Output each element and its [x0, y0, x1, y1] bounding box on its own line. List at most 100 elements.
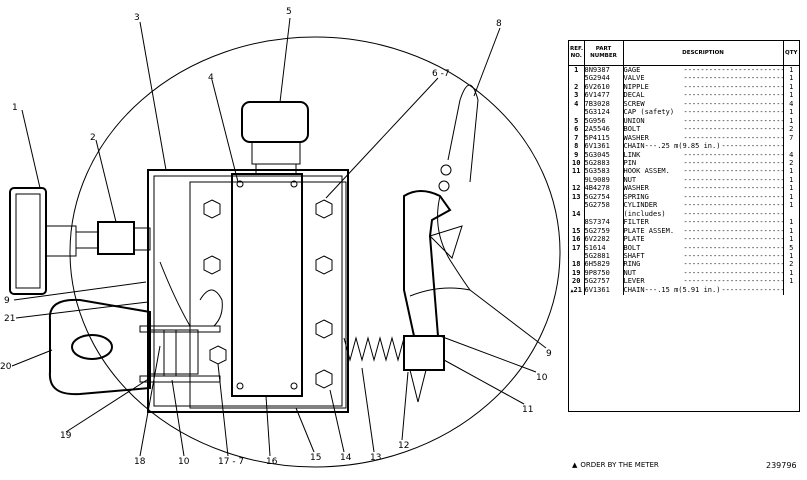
ref-cell — [569, 218, 585, 227]
part-number-cell: 5G2883 — [584, 158, 624, 168]
description-cell: CHAIN---.25 m(9.85 in.) — [623, 142, 784, 151]
part-number-cell: 6H5829 — [584, 260, 624, 269]
ref-cell: 2 — [569, 82, 585, 92]
description-cell: SCREW — [623, 99, 784, 109]
part-number-cell: 5G3124 — [584, 108, 624, 117]
decal-plate — [231, 173, 303, 397]
callout-12: 12 — [398, 441, 409, 451]
description-cell: GAGE — [623, 65, 784, 75]
table-row: 199P8750NUT1 — [569, 268, 799, 278]
ref-cell: 18 — [569, 260, 585, 269]
description-text: PLATE ASSEM. — [623, 226, 676, 235]
callout-10-bottom: 10 — [178, 457, 190, 467]
qty-cell: 1 — [789, 235, 794, 244]
part-number-cell — [584, 209, 624, 219]
description-text: PLATE — [623, 235, 646, 244]
lever — [48, 298, 151, 396]
qty-cell: 2 — [789, 158, 794, 167]
qty-cell — [783, 142, 799, 150]
qty-cell: 1 — [789, 116, 794, 125]
callout-21: 21 — [4, 314, 15, 324]
part-number-cell: 5G2754 — [584, 192, 624, 202]
table-row: 8S7374 FILTER1 — [569, 218, 799, 227]
part-number-cell: 6V2282 — [584, 235, 624, 244]
part-number-cell: 5G956 — [584, 116, 624, 126]
table-row: 75P4115WASHER7 — [569, 133, 799, 143]
description-text: RING — [623, 260, 642, 269]
header-description: DESCRIPTION — [623, 41, 784, 66]
qty-cell: 1 — [789, 218, 794, 227]
table-row: 17S1614BOLT5 — [569, 243, 799, 252]
description-text: UNION — [623, 116, 646, 125]
description-text: NIPPLE — [623, 82, 650, 91]
description-cell: BOLT — [623, 243, 784, 252]
qty-cell: 1 — [789, 66, 794, 74]
exploded-diagram: 1 2 3 4 5 6 -7 8 9 21 20 19 18 10 17 - 7… — [0, 7, 561, 468]
small-chain — [159, 261, 223, 327]
qty-cell: 1 — [789, 184, 794, 193]
part-number-cell: 5G3583 — [584, 167, 624, 176]
part-number-cell: 7B3028 — [584, 99, 624, 109]
table-row: 205G2757LEVER1 — [569, 277, 799, 286]
header-qty: QTY — [783, 41, 799, 66]
qty-cell: 7 — [789, 133, 794, 142]
callout-9-left: 9 — [4, 296, 10, 306]
footnote-text: ORDER BY THE METER — [580, 461, 659, 469]
ref-cell: 16 — [569, 235, 585, 244]
ref-cell: 6 — [569, 125, 585, 134]
qty-cell: 1 — [789, 167, 794, 176]
description-text: FILTER — [623, 218, 650, 227]
ref-cell: 5 — [569, 116, 585, 126]
part-number-cell: 9P8750 — [584, 268, 624, 278]
qty-cell: 1 — [789, 108, 794, 117]
table-row: 5G2881SHAFT1 — [569, 251, 799, 261]
description-text: HOOK ASSEM. — [623, 167, 671, 176]
spring — [343, 336, 405, 362]
qty-cell: 1 — [789, 201, 794, 210]
part-number-cell: 5G3045 — [584, 150, 624, 159]
description-cell: NUT — [623, 268, 784, 278]
qty-cell: 1 — [789, 82, 794, 91]
valve — [97, 221, 151, 255]
parts-table-body: 18N9387GAGE15G2944VALVE126V2610NIPPLE136… — [569, 65, 799, 296]
bolts — [203, 199, 333, 389]
ref-cell: 12 — [569, 184, 585, 193]
part-number-cell: 2A5546 — [584, 125, 624, 134]
header-ref-no: REF. NO. — [569, 41, 585, 66]
description-cell: CYLINDER — [623, 201, 784, 210]
table-row: 135G2754SPRING1 — [569, 192, 799, 202]
ref-cell — [569, 74, 585, 83]
table-row: 5G2758CYLINDER1 — [569, 201, 799, 210]
part-number-cell: 8N9387 — [584, 65, 624, 75]
qty-cell: 5 — [789, 243, 794, 252]
description-text: BOLT — [623, 243, 642, 252]
table-row: 5G2944VALVE1 — [569, 74, 799, 83]
ref-cell: ▲21 — [569, 285, 585, 296]
description-cell: BOLT — [623, 125, 784, 134]
table-row: 105G2883PIN2 — [569, 158, 799, 168]
part-number-cell: 5G2759 — [584, 226, 624, 236]
description-text: CHAIN---.25 m(9.85 in.) — [623, 142, 722, 151]
qty-cell: 1 — [789, 91, 794, 100]
qty-cell: 1 — [789, 226, 794, 235]
ref-cell — [569, 175, 585, 185]
ref-cell: 17 — [569, 243, 585, 252]
ref-cell: 11 — [569, 167, 585, 176]
description-cell: NUT — [623, 175, 784, 185]
part-number-cell: 9L9089 — [584, 175, 624, 185]
description-text: BOLT — [623, 125, 642, 134]
description-cell: (includes) — [623, 209, 784, 219]
description-cell: LEVER — [623, 277, 784, 286]
footnote: ▲ORDER BY THE METER — [572, 461, 659, 469]
leader-lines — [11, 17, 547, 457]
table-row: 18N9387GAGE1 — [569, 65, 799, 75]
part-number-cell: 5G2881 — [584, 251, 624, 261]
qty-cell — [783, 286, 799, 295]
callout-2: 2 — [90, 133, 96, 143]
table-row: 36V1477DECAL1 — [569, 91, 799, 100]
part-number-cell: 5G2757 — [584, 277, 624, 286]
description-cell: DECAL — [623, 91, 784, 100]
